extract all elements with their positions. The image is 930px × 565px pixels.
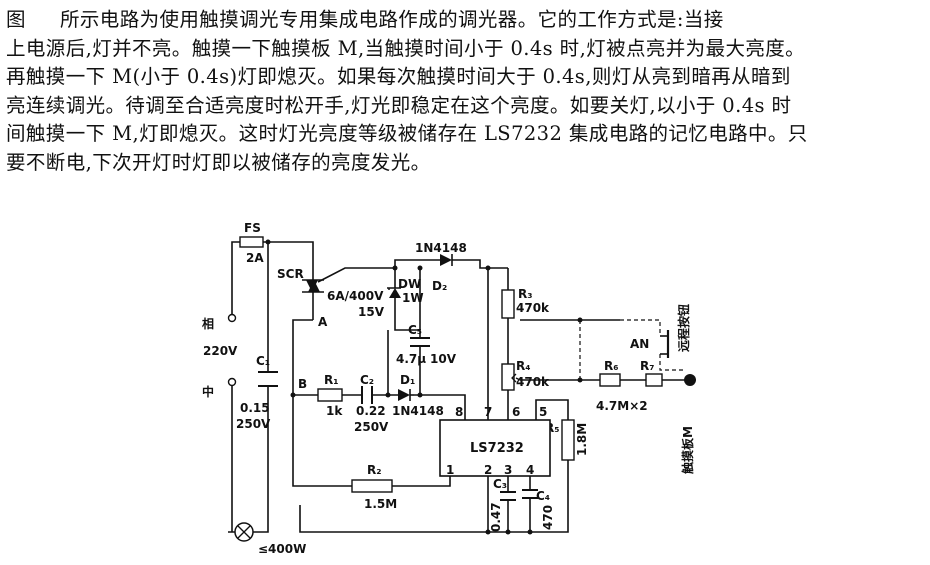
- c5-name: C₅: [408, 323, 422, 337]
- description-text: 图 所示电路为使用触摸调光专用集成电路作成的调光器。它的工作方式是:当接 上电源…: [6, 6, 924, 177]
- live-terminal: [227, 313, 237, 323]
- r2-name: R₂: [367, 463, 382, 477]
- r4-name: R₄: [516, 359, 531, 373]
- r2-value: 1.5M: [364, 497, 397, 511]
- live-label: 相: [202, 316, 214, 331]
- resistor-r6: [599, 373, 621, 387]
- ic-ls7232: [439, 419, 551, 477]
- wiring: [228, 241, 684, 533]
- switch-an[interactable]: [660, 330, 670, 358]
- zener-dw: [387, 286, 402, 308]
- description-line: 间触摸一下 M,灯即熄灭。这时灯光亮度等级被储存在 LS7232 集成电路的记忆…: [6, 122, 808, 145]
- c4-name: C₄: [536, 489, 550, 503]
- fuse-label: FS: [244, 221, 261, 235]
- c1-value: 0.15: [240, 401, 270, 415]
- fuse-rating: 2A: [246, 251, 264, 265]
- ic-pin-6: 6: [512, 405, 520, 419]
- r1-name: R₁: [324, 373, 339, 387]
- r4-value: 470k: [516, 375, 550, 389]
- node-b-label: B: [298, 377, 307, 391]
- capacitor-c3: [500, 491, 516, 501]
- ic-pin-3: 3: [504, 463, 512, 477]
- lamp-symbol: [234, 522, 254, 542]
- voltage-label: 220V: [203, 344, 238, 358]
- description-line: 要不断电,下次开灯时灯即以被储存的亮度发光。: [6, 150, 431, 174]
- node-a-label: A: [318, 315, 328, 329]
- description-line: 再触摸一下 M(小于 0.4s)灯即熄灭。如果每次触摸时间大于 0.4s,则灯从…: [6, 65, 791, 88]
- capacitor-c2: [361, 386, 373, 404]
- remote-wiring: [579, 319, 684, 380]
- r7-name: R₇: [640, 359, 655, 373]
- neutral-terminal: [227, 377, 237, 387]
- ic-pin-1: 1: [446, 463, 454, 477]
- description-line: 亮连续调光。待调至合适亮度时松开手,灯光即稳定在这个亮度。如要关灯,以小于 0.…: [6, 93, 792, 117]
- neutral-label: 中: [202, 384, 214, 399]
- c3-name: C₃: [493, 477, 507, 491]
- c3-value: 0.47: [489, 502, 503, 532]
- r3-name: R₃: [518, 287, 533, 301]
- zener-power: 1W: [402, 291, 424, 305]
- d1-name: D₁: [400, 373, 415, 387]
- capacitor-c4: [522, 489, 538, 499]
- capacitor-c1: [258, 371, 278, 387]
- r6-name: R₆: [604, 359, 619, 373]
- resistor-r2: [351, 479, 393, 493]
- resistor-r5: [561, 419, 575, 461]
- ic-pin-4: 4: [526, 463, 534, 477]
- figure-reference: 图: [6, 8, 26, 31]
- touch-plate-label: 触摸板M: [680, 426, 695, 474]
- d2-part: 1N4148: [415, 241, 467, 255]
- c1-voltage: 250V: [236, 417, 271, 431]
- c2-name: C₂: [360, 373, 374, 387]
- r67-value: 4.7M×2: [596, 399, 648, 413]
- fuse-symbol: [239, 236, 264, 248]
- c1-name: C₁: [256, 354, 270, 368]
- ic-name: LS7232: [470, 441, 524, 456]
- diode-d1: [398, 389, 414, 401]
- c4-value: 470: [541, 505, 555, 530]
- c5-value: 4.7μ: [396, 352, 426, 366]
- scr-rating: 6A/400V: [327, 289, 384, 303]
- c2-voltage: 250V: [354, 420, 389, 434]
- resistor-r3: [501, 289, 515, 319]
- ic-pin-7: 7: [484, 405, 492, 419]
- lamp-rating: ≤400W: [258, 542, 306, 556]
- description-line: 所示电路为使用触摸调光专用集成电路作成的调光器。它的工作方式是:当接: [60, 8, 724, 31]
- resistor-r1: [317, 388, 343, 402]
- c2-value: 0.22: [356, 404, 386, 418]
- remote-button-label: 远程按钮: [676, 304, 691, 352]
- touch-plate-icon[interactable]: [684, 374, 696, 386]
- scr-symbol: [302, 270, 324, 300]
- switch-label: AN: [630, 337, 649, 351]
- zener-name: DW: [398, 277, 421, 291]
- description-line: 上电源后,灯并不亮。触摸一下触摸板 M,当触摸时间小于 0.4s 时,灯被点亮并…: [6, 36, 806, 60]
- resistor-r4: [501, 363, 521, 391]
- scr-name: SCR: [277, 267, 304, 281]
- resistor-r7: [645, 373, 663, 387]
- c5-voltage: 10V: [430, 352, 457, 366]
- junction-dots: [265, 239, 583, 535]
- ic-pin-2: 2: [484, 463, 492, 477]
- d1-part: 1N4148: [392, 404, 444, 418]
- ic-pin-8: 8: [455, 405, 463, 419]
- capacitor-c5: [410, 337, 430, 356]
- zener-voltage: 15V: [358, 305, 385, 319]
- r5-value: 1.8M: [575, 423, 589, 456]
- d2-name: D₂: [432, 279, 447, 293]
- ic-pin-5: 5: [539, 405, 547, 419]
- diode-d2: [440, 254, 470, 266]
- r1-value: 1k: [326, 404, 343, 418]
- r3-value: 470k: [516, 301, 550, 315]
